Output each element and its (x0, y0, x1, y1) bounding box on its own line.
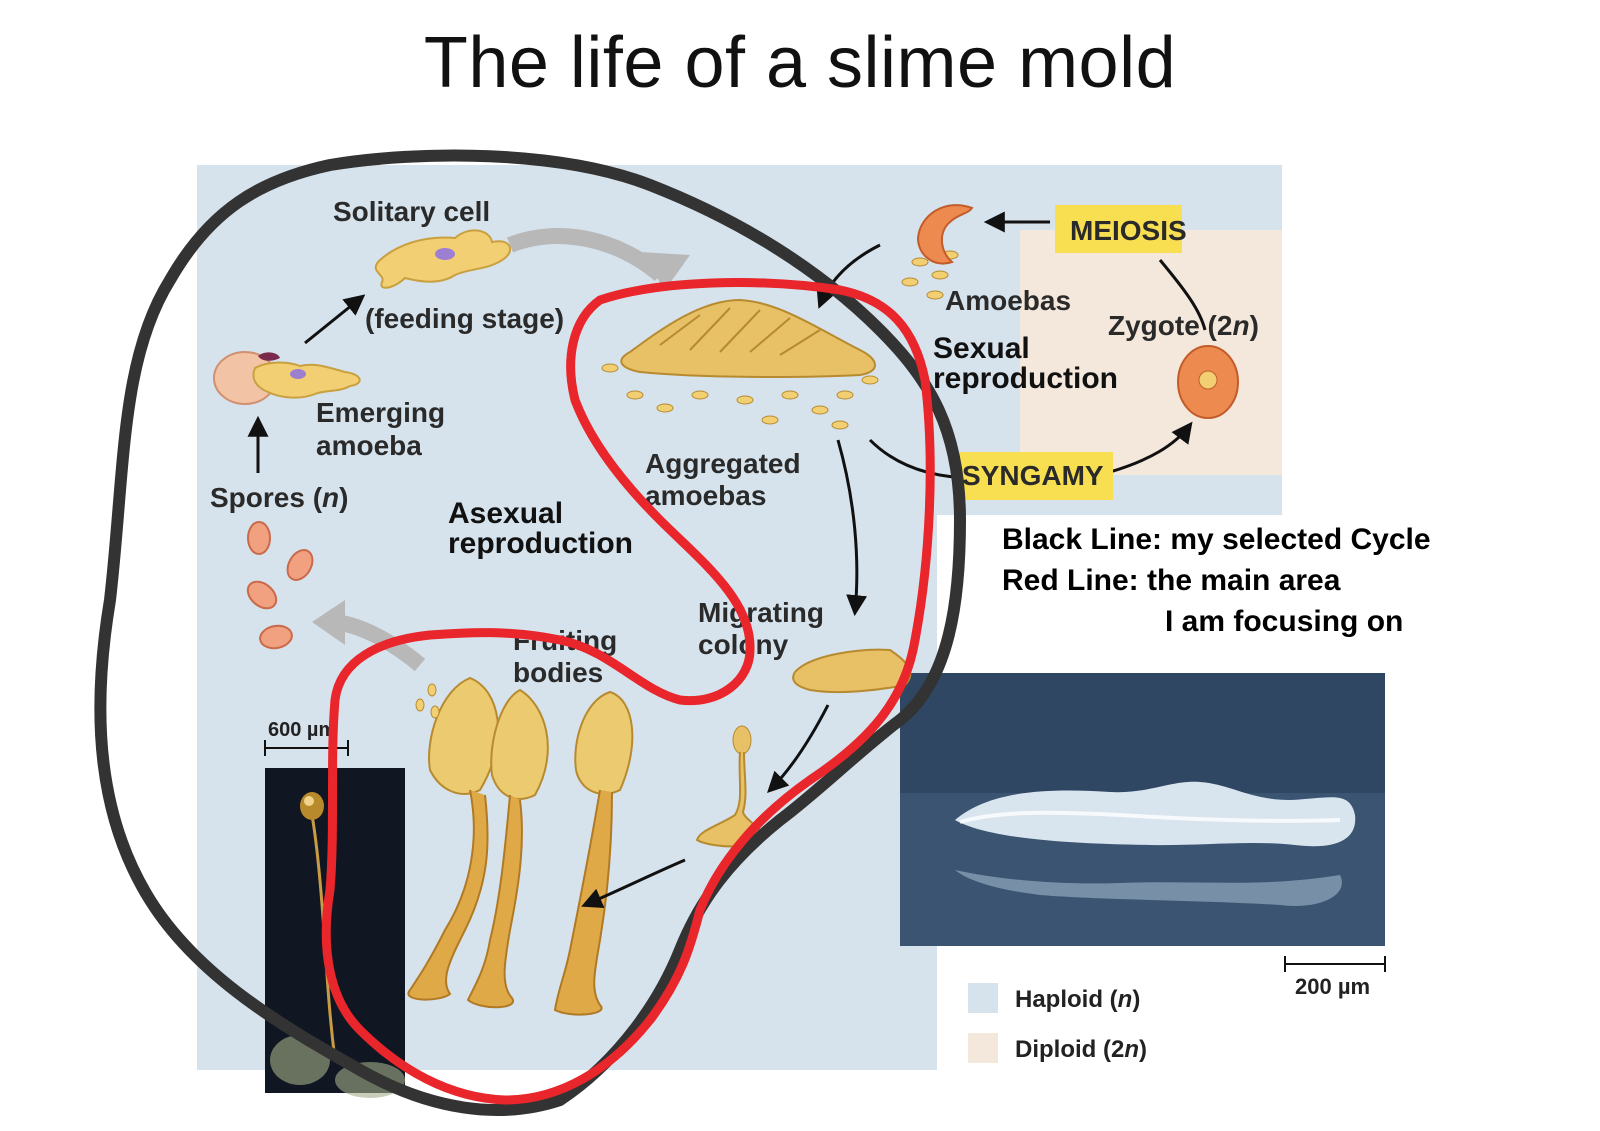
label-fruiting-2: bodies (513, 657, 603, 688)
label-sexual-1: Sexual (933, 332, 1030, 365)
scale-200-label: 200 µm (1295, 974, 1370, 999)
legend: Haploid (n) Diploid (2n) (968, 983, 1147, 1063)
syngamy-box (955, 452, 1113, 500)
label-zygote: Zygote (2n) (1108, 310, 1259, 341)
label-meiosis: MEIOSIS (1070, 215, 1187, 246)
culminating-stalk-illustration (695, 725, 767, 848)
label-aggregated-2: amoebas (645, 480, 766, 511)
slide-title: The life of a slime mold (423, 23, 1177, 103)
label-migrating-1: Migrating (698, 597, 824, 628)
label-syngamy: SYNGAMY (962, 460, 1104, 491)
solitary-cell-illustration (374, 229, 512, 289)
label-asexual-2: reproduction (448, 527, 633, 560)
spores-illustration (246, 521, 314, 650)
scale-bar-200: 200 µm (1284, 956, 1386, 999)
label-solitary-cell: Solitary cell (333, 196, 490, 227)
zygote-illustration (1177, 345, 1239, 419)
legend-haploid-label: Haploid (n) (1015, 986, 1140, 1013)
label-emerging-2: amoeba (316, 430, 422, 461)
note-line-3: I am focusing on (1165, 605, 1404, 638)
label-amoebas: Amoebas (945, 285, 1071, 316)
legend-diploid-label: Diploid (2n) (1015, 1036, 1147, 1063)
label-aggregated-1: Aggregated (645, 448, 801, 479)
grey-arrowhead-top (640, 252, 690, 290)
legend-haploid-swatch (968, 983, 998, 1013)
red-annotation-loop (321, 278, 935, 1105)
label-asexual-1: Asexual (448, 497, 563, 530)
meiosis-box (1055, 205, 1182, 253)
label-migrating-2: colony (698, 629, 789, 660)
scale-600-label: 600 µm (268, 719, 336, 741)
migrating-slug-photo (900, 673, 1385, 946)
label-feeding-stage: (feeding stage) (365, 303, 564, 334)
label-sexual-2: reproduction (933, 362, 1118, 395)
grey-arrowhead-bottom (312, 600, 345, 645)
aggregated-amoebas-illustration (601, 298, 879, 430)
meiosis-cell-illustration (916, 204, 974, 265)
label-emerging-1: Emerging (316, 397, 445, 428)
note-line-1: Black Line: my selected Cycle (1002, 523, 1431, 556)
black-annotation-loop (94, 149, 966, 1116)
note-line-2: Red Line: the main area (1002, 564, 1341, 597)
diploid-background (1020, 230, 1282, 475)
legend-diploid-swatch (968, 1033, 998, 1063)
label-spores: Spores (n) (210, 482, 348, 513)
emerging-amoeba-illustration (213, 351, 361, 405)
